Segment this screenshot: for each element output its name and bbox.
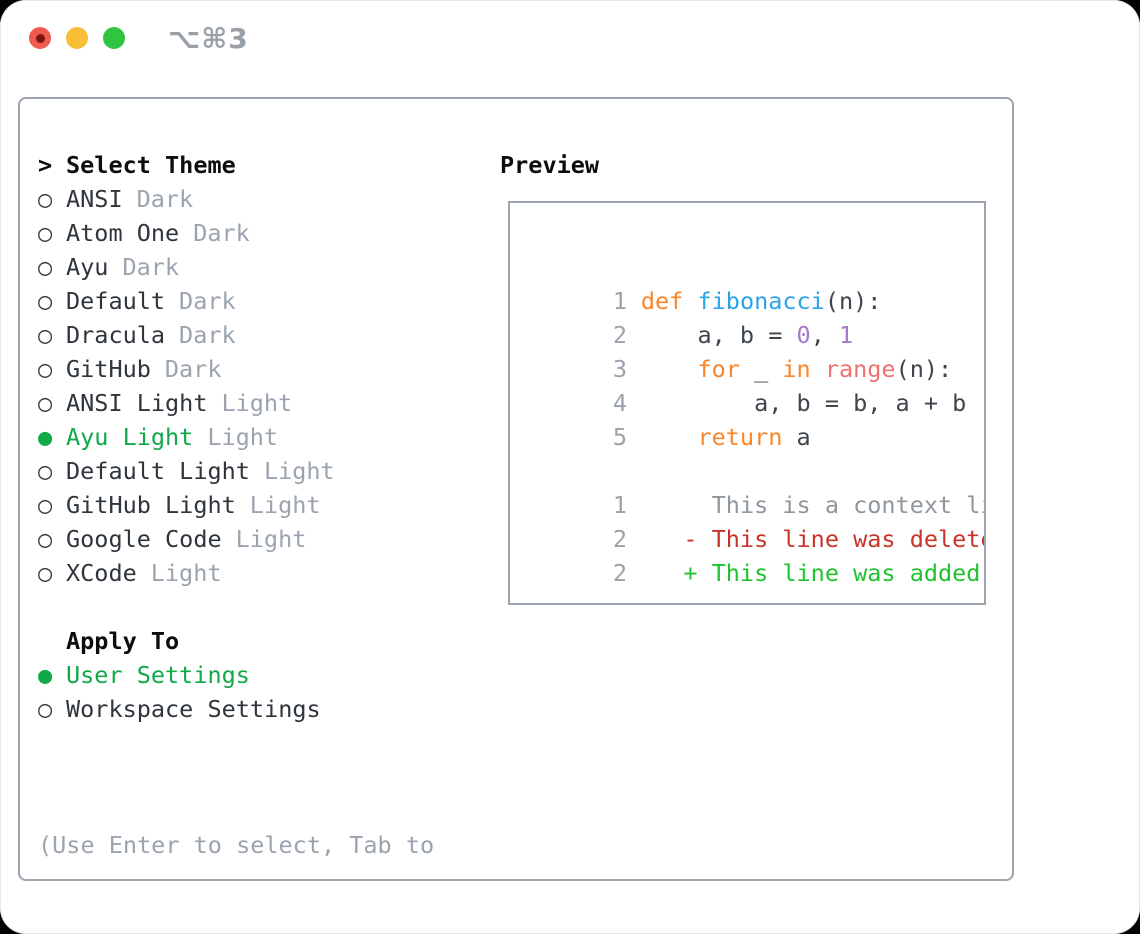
radio-icon: ○ (38, 389, 53, 417)
radio-icon: ○ (38, 321, 53, 349)
keyboard-hint: (Use Enter to select, Tab to change focu… (38, 760, 434, 934)
radio-icon: ○ (38, 457, 53, 485)
radio-icon: ○ (38, 287, 53, 315)
apply-to-heading: Apply To (66, 627, 180, 655)
radio-icon: ○ (38, 695, 53, 723)
radio-icon: ○ (38, 185, 53, 213)
radio-icon: ○ (38, 559, 53, 587)
diff-deleted-line: 2 - This line was deleted. (612, 525, 986, 553)
preview-heading: Preview (500, 151, 600, 179)
close-icon (35, 33, 45, 43)
radio-selected-icon: ● (38, 423, 53, 451)
apply-to-heading-row: Apply To (38, 624, 321, 658)
radio-icon: ○ (38, 355, 53, 383)
code-line: 5 return a (612, 423, 811, 451)
titlebar: ⌥⌘3 (0, 0, 1140, 76)
code-line: 4 a, b = b, a + b (612, 389, 967, 417)
select-theme-heading: Select Theme (66, 151, 236, 179)
apply-option-workspace-settings[interactable]: ○Workspace Settings (38, 692, 321, 726)
radio-icon: ○ (38, 253, 53, 281)
radio-icon: ○ (38, 219, 53, 247)
radio-selected-icon: ● (38, 661, 53, 689)
zoom-button[interactable] (103, 27, 125, 49)
apply-option-user-settings[interactable]: ●User Settings (38, 658, 321, 692)
code-line: 3 for _ in range(n): (612, 355, 953, 383)
code-line: 2 a, b = 0, 1 (612, 321, 854, 349)
cursor-icon: > (38, 151, 53, 179)
hint-line-2: change focus) (38, 930, 434, 934)
diff-added-line: 2 + This line was added. (612, 559, 986, 587)
radio-icon: ○ (38, 525, 53, 553)
theme-list-header: > Select Theme (38, 148, 335, 182)
hint-line-1: (Use Enter to select, Tab to (38, 831, 435, 859)
apply-to-section: Apply To ●User Settings ○Workspace Setti… (38, 624, 321, 726)
close-button[interactable] (29, 27, 51, 49)
window-title: ⌥⌘3 (168, 22, 249, 55)
minimize-button[interactable] (66, 27, 88, 49)
radio-icon: ○ (38, 491, 53, 519)
diff-context-line: 1 This is a context line. (612, 491, 984, 519)
